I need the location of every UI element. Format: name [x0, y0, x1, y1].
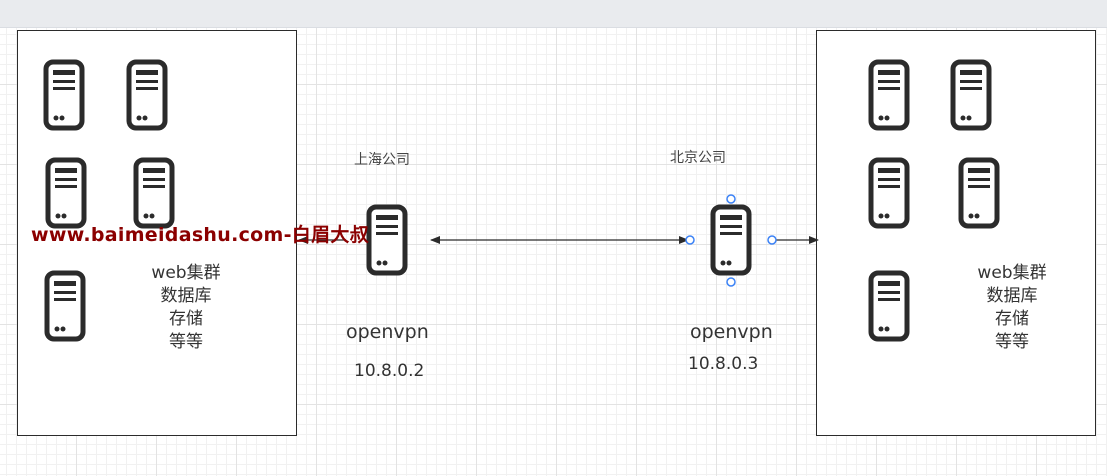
right-gateway-location: 北京公司	[670, 150, 726, 166]
cluster-line: 等等	[169, 332, 203, 352]
right-gateway-service: openvpn	[690, 321, 773, 343]
cluster-line: 等等	[995, 332, 1029, 352]
cluster-line: web集群	[151, 263, 221, 283]
right-gateway-ip: 10.8.0.3	[688, 354, 759, 374]
left-cluster-description: web集群 数据库 存储 等等	[146, 262, 226, 354]
selection-handle-top[interactable]	[726, 194, 736, 204]
cluster-line: 存储	[995, 309, 1029, 329]
server-tower-icon[interactable]	[366, 204, 408, 276]
right-cluster-description: web集群 数据库 存储 等等	[972, 262, 1052, 354]
left-gateway-service: openvpn	[346, 321, 429, 343]
left-gateway-ip: 10.8.0.2	[354, 361, 425, 381]
selection-handle-right[interactable]	[767, 235, 777, 245]
left-gateway-location: 上海公司	[354, 152, 410, 168]
editor-toolbar-strip	[0, 0, 1107, 28]
server-tower-icon[interactable]	[710, 204, 752, 276]
watermark-text: www.baimeidashu.com-白眉大叔	[31, 224, 369, 246]
selection-handle-bottom[interactable]	[726, 277, 736, 287]
cluster-line: 数据库	[986, 286, 1038, 306]
cluster-line: web集群	[977, 263, 1047, 283]
cluster-line: 数据库	[160, 286, 212, 306]
selection-handle-left[interactable]	[685, 235, 695, 245]
cluster-line: 存储	[169, 309, 203, 329]
